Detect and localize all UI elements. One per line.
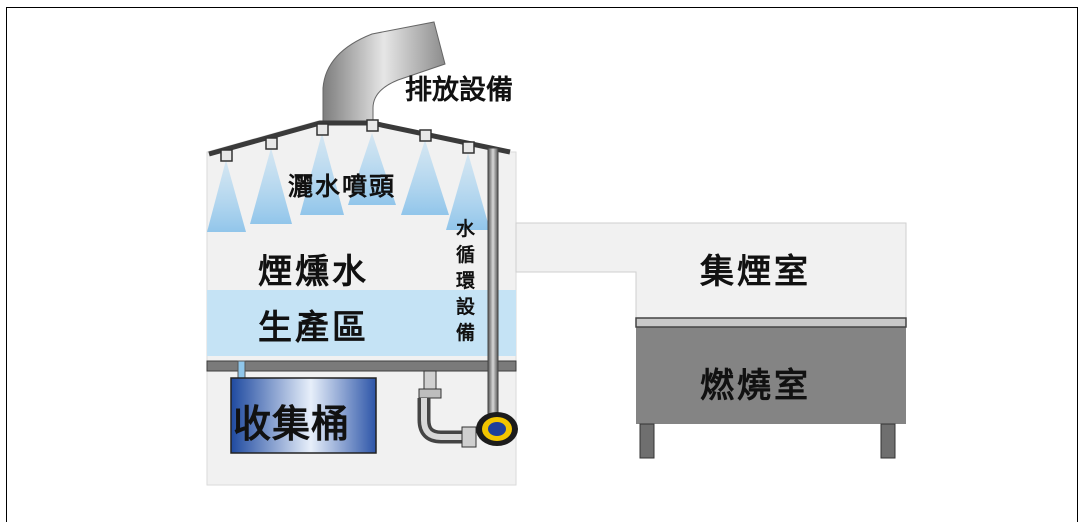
circulation-pump [476,412,518,446]
exhaust-label: 排放設備 [405,74,513,106]
spray-cone [401,140,449,215]
circulation-label: 水 循 環 設 備 [456,218,476,344]
smoke-water-label: 煙燻水 [258,252,369,292]
spray-cone [207,160,246,232]
circulation-pipe [487,147,499,421]
production-water-band [207,290,516,356]
spray-cone [300,133,344,215]
combustion-chamber-top-band [635,317,907,328]
sprinkler-nozzles [220,119,475,162]
drain-fitting [423,370,437,390]
drain-valve [418,388,442,399]
nozzle [265,137,278,150]
spray-cone [446,153,490,230]
smoke-chamber-label: 集煙室 [699,252,811,292]
support-beam [206,360,517,372]
circulation-char: 水 [456,218,476,240]
combustion-leg-right [880,423,896,459]
pump-coupling [461,426,477,448]
nozzle [462,141,475,154]
nozzle [316,123,329,136]
combustion-label: 燃燒室 [700,366,811,406]
nozzle [220,149,233,162]
drain-pipe [417,370,477,448]
diagram-frame [6,7,1078,522]
combustion-chamber-box [636,318,906,424]
collector-bucket [230,377,377,454]
circulation-char: 環 [456,270,476,292]
circulation-char: 循 [456,243,475,266]
drain-elbow-highlight [421,398,470,440]
water-sprays [207,133,490,232]
nozzle [366,119,379,132]
nozzle [419,129,432,142]
sprinkler-label: 灑水噴頭 [288,172,396,201]
collector-label: 收集桶 [233,402,350,446]
production-label: 生產區 [258,308,369,348]
spray-cone [348,133,396,205]
combustion-leg-left [639,423,655,459]
circulation-char: 設 [456,295,476,318]
spray-cone [250,148,292,224]
collector-drain [237,360,246,380]
exhaust-duct [322,21,446,125]
circulation-char: 備 [456,321,475,344]
sprinkler-pipe [208,120,511,157]
